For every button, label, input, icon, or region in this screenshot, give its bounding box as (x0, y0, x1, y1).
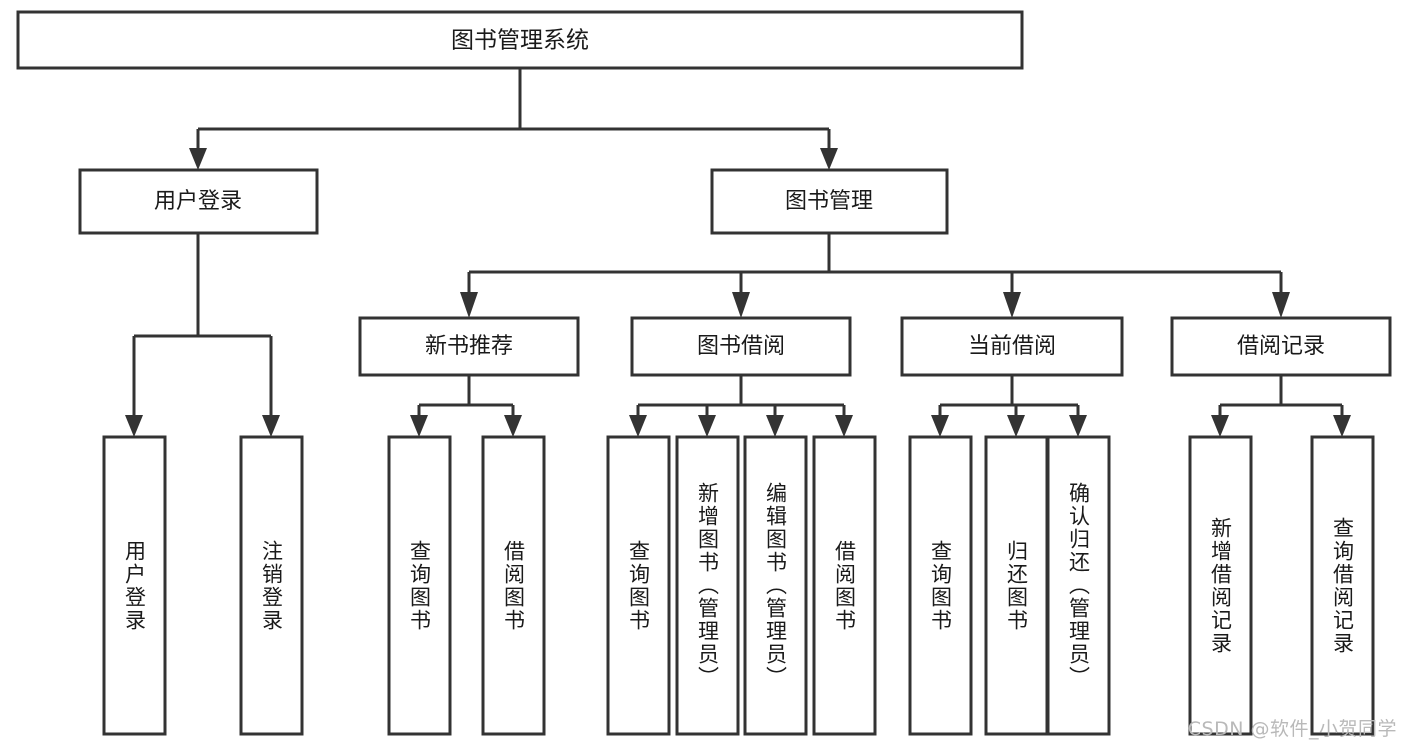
node-leaf-add-borrow-record[interactable] (1188, 435, 1253, 736)
node-leaf-query-book-1[interactable] (387, 435, 452, 736)
arrow-head-leaf-edit-book-admin (766, 415, 784, 437)
arrow-head-leaf-logout-login (262, 415, 280, 437)
node-layer: 图书管理系统 用户登录 图书管理 新书推荐 图书借阅 当前借阅 借阅记录 (16, 10, 1392, 736)
node-leaf-add-book-admin[interactable] (675, 435, 740, 736)
arrow-head-leaf-borrow-book-2 (835, 415, 853, 437)
node-user-login-label: 用户登录 (154, 189, 242, 214)
node-leaf-user-login[interactable] (102, 435, 167, 736)
node-leaf-logout-login[interactable] (239, 435, 304, 736)
arrow-head-leaf-return-book (1007, 415, 1025, 437)
arrow-head-user-login (189, 148, 207, 170)
node-new-book-rec-label: 新书推荐 (425, 334, 513, 359)
node-new-book-rec[interactable] (358, 316, 580, 377)
arrow-head-leaf-user-login (125, 415, 143, 437)
connector-layer (125, 68, 1351, 437)
arrow-head-borrow-record (1272, 292, 1290, 318)
arrow-head-leaf-borrow-book-1 (504, 415, 522, 437)
node-leaf-edit-book-admin[interactable] (743, 435, 808, 736)
node-book-borrow-label: 图书借阅 (697, 334, 785, 359)
arrow-head-leaf-confirm-return-admin (1069, 415, 1087, 437)
arrow-head-current-borrow (1003, 292, 1021, 318)
watermark-text: CSDN @软件_小贺同学 (1187, 718, 1397, 740)
node-leaf-query-book-3[interactable] (908, 435, 973, 736)
node-book-borrow[interactable] (630, 316, 852, 377)
arrow-head-leaf-query-book-1 (410, 415, 428, 437)
node-book-manage[interactable] (710, 168, 949, 235)
node-leaf-query-borrow-record[interactable] (1310, 435, 1375, 736)
node-user-login[interactable] (78, 168, 319, 235)
arrow-head-book-manage (820, 148, 838, 170)
node-leaf-borrow-book-1[interactable] (481, 435, 546, 736)
arrow-head-leaf-add-borrow-record (1211, 415, 1229, 437)
arrow-head-book-borrow (732, 292, 750, 318)
arrow-head-leaf-query-book-2 (629, 415, 647, 437)
node-leaf-borrow-book-2[interactable] (812, 435, 877, 736)
arrow-head-new-book-rec (460, 292, 478, 318)
node-borrow-record-label: 借阅记录 (1237, 334, 1325, 359)
node-root-label: 图书管理系统 (451, 28, 589, 54)
node-leaf-return-book[interactable] (984, 435, 1049, 736)
node-current-borrow-label: 当前借阅 (968, 334, 1056, 359)
node-root[interactable] (16, 10, 1024, 70)
node-leaf-confirm-return-admin[interactable] (1046, 435, 1111, 736)
node-book-manage-label: 图书管理 (785, 189, 873, 214)
arrow-head-leaf-add-book-admin (698, 415, 716, 437)
node-current-borrow[interactable] (900, 316, 1124, 377)
node-leaf-query-book-2[interactable] (606, 435, 671, 736)
node-borrow-record[interactable] (1170, 316, 1392, 377)
arrow-head-leaf-query-borrow-record (1333, 415, 1351, 437)
arrow-head-leaf-query-book-3 (931, 415, 949, 437)
